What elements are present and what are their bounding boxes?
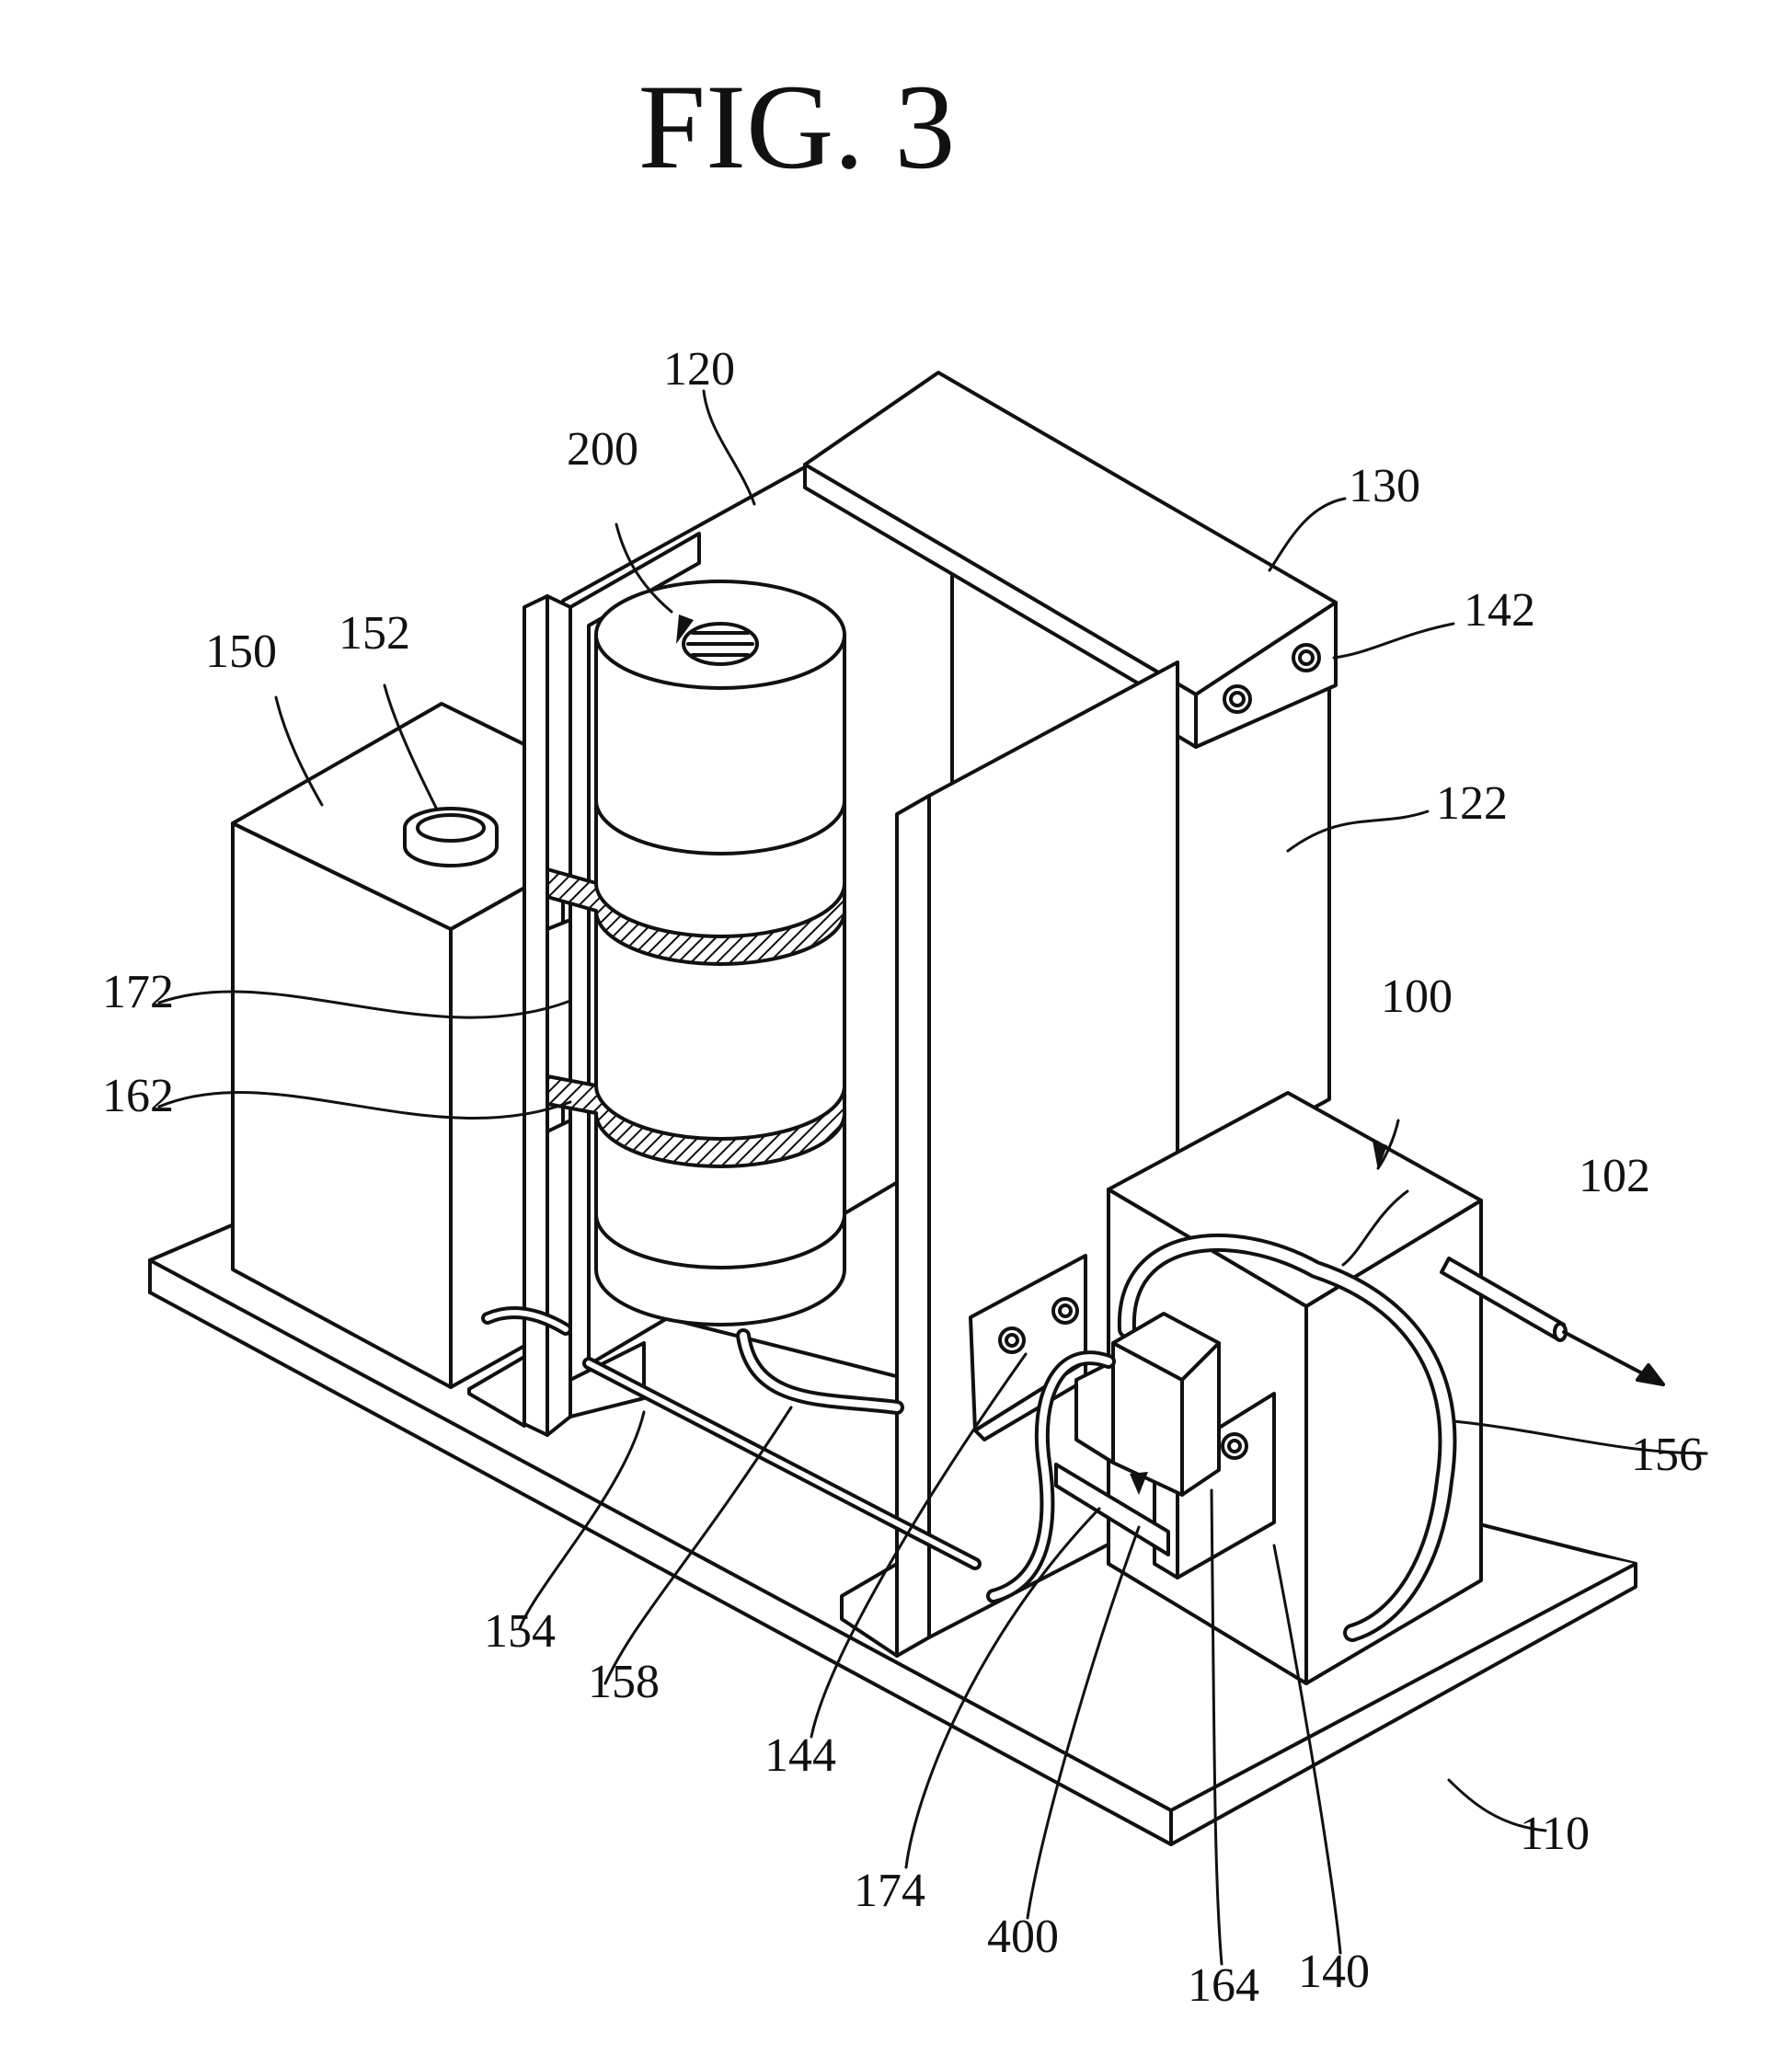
label-100: 100 xyxy=(1381,970,1453,1023)
label-130: 130 xyxy=(1349,460,1420,512)
label-200: 200 xyxy=(567,423,638,476)
label-142: 142 xyxy=(1464,584,1535,637)
label-144: 144 xyxy=(764,1729,836,1782)
label-158: 158 xyxy=(588,1656,660,1708)
label-150: 150 xyxy=(205,626,277,678)
figure-title: FIG. 3 xyxy=(638,59,956,194)
label-140: 140 xyxy=(1298,1946,1370,1998)
tank-cap xyxy=(405,809,497,866)
label-122: 122 xyxy=(1436,777,1508,830)
label-110: 110 xyxy=(1520,1808,1590,1860)
label-162: 162 xyxy=(102,1070,174,1122)
label-120: 120 xyxy=(663,343,735,396)
label-400: 400 xyxy=(987,1911,1059,1963)
label-154: 154 xyxy=(484,1605,556,1658)
label-102: 102 xyxy=(1579,1150,1650,1202)
label-156: 156 xyxy=(1631,1429,1703,1481)
label-164: 164 xyxy=(1188,1959,1259,2012)
label-174: 174 xyxy=(854,1865,925,1917)
label-172: 172 xyxy=(102,966,174,1018)
label-152: 152 xyxy=(339,607,410,660)
